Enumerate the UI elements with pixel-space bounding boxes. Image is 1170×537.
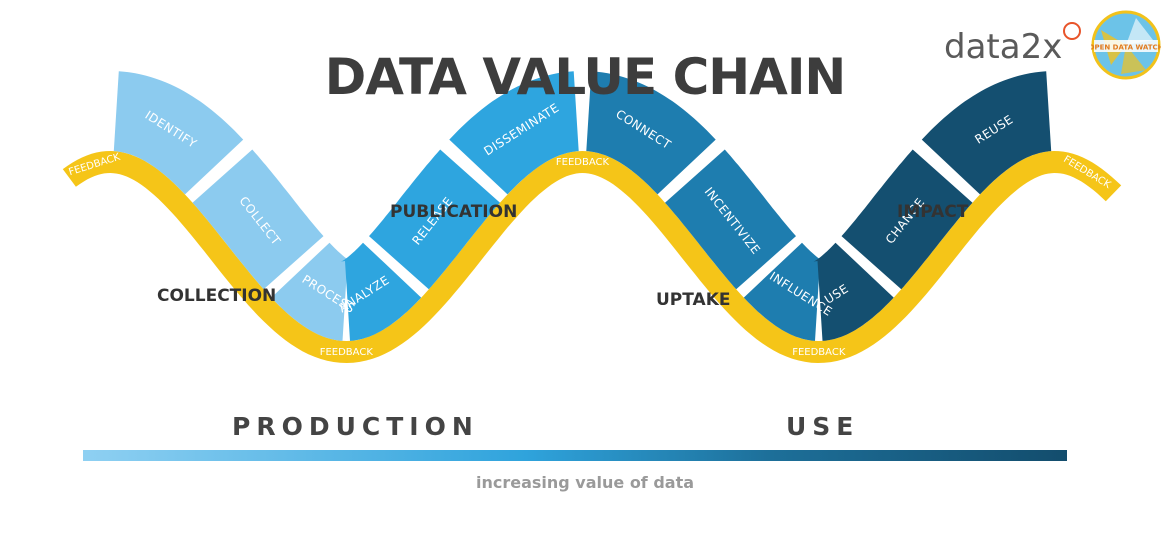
segment-release xyxy=(369,149,500,290)
segment-process xyxy=(271,242,352,341)
segment-disseminate xyxy=(449,71,579,195)
feedback-label: FEEDBACK xyxy=(792,347,846,358)
phase-publication: PUBLICATION xyxy=(390,202,518,222)
segment-connect xyxy=(586,71,716,195)
data2x-circle-icon xyxy=(1063,22,1082,40)
segment-change xyxy=(841,149,973,290)
segment-identify xyxy=(113,71,244,195)
open-data-watch-logo: OPEN DATA WATCH xyxy=(1091,10,1161,80)
label-use: USE xyxy=(786,412,860,441)
segment-analyze xyxy=(340,242,422,341)
open-data-watch-logo-text: OPEN DATA WATCH xyxy=(1091,44,1161,52)
page-title: DATA VALUE CHAIN xyxy=(324,48,847,106)
phase-collection: COLLECTION xyxy=(157,286,277,306)
value-caption: increasing value of data xyxy=(475,473,695,492)
segment-influence xyxy=(743,242,825,341)
data2x-logo: data2x xyxy=(944,22,1082,67)
data2x-logo-text: data2x xyxy=(944,27,1063,67)
feedback-label: FEEDBACK xyxy=(320,347,374,358)
feedback-band xyxy=(62,151,1122,363)
chain-segments xyxy=(113,71,1052,341)
label-production: PRODUCTION xyxy=(232,412,479,441)
value-gradient-bar xyxy=(83,450,1067,461)
segment-use xyxy=(813,242,894,341)
segment-reuse xyxy=(921,71,1052,195)
phase-impact: IMPACT xyxy=(897,202,969,222)
segment-collect xyxy=(192,149,324,290)
phase-uptake: UPTAKE xyxy=(656,290,731,310)
feedback-band-path xyxy=(62,151,1122,363)
segment-incentivize xyxy=(665,149,796,290)
feedback-label: FEEDBACK xyxy=(556,157,610,168)
